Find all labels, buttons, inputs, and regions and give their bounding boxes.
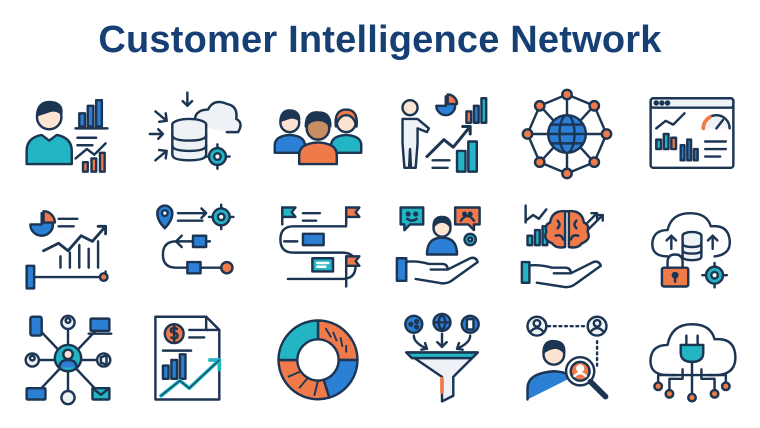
customer-group-icon: [273, 108, 363, 166]
financial-report-icon: [154, 315, 222, 401]
data-integration-icon: [148, 91, 242, 171]
presentation-growth-icon: [401, 93, 488, 174]
omnichannel-network-icon: [24, 314, 113, 406]
icon-grid: [6, 78, 754, 416]
cell-presentation-growth: [380, 78, 505, 191]
cell-customer-search: [505, 303, 630, 416]
cell-brain-insights: [505, 191, 630, 304]
page-title: Customer Intelligence Network: [98, 19, 662, 61]
cloud-plug-icon: [648, 322, 737, 403]
cell-customer-feedback: [380, 191, 505, 304]
cell-workflow-process: [131, 191, 256, 304]
cell-global-network: [505, 78, 630, 191]
global-network-icon: [521, 88, 613, 180]
cloud-database-security-icon: [650, 211, 731, 289]
customer-feedback-icon: [395, 206, 482, 285]
cell-financial-report: [131, 303, 256, 416]
cell-data-integration: [131, 78, 256, 191]
cell-donut-chart: [255, 303, 380, 416]
customer-search-icon: [526, 315, 609, 401]
cell-cloud-database-security: [629, 191, 754, 304]
customer-analytics-icon: [25, 99, 110, 174]
brain-insights-icon: [520, 204, 604, 289]
workflow-process-icon: [156, 203, 235, 275]
cell-customer-analytics: [6, 78, 131, 191]
cell-data-funnel: [380, 303, 505, 416]
dashboard-icon: [649, 97, 735, 170]
cell-dashboard: [629, 78, 754, 191]
cell-customer-journey: [255, 191, 380, 304]
cell-growth-report: [6, 191, 131, 304]
cell-omnichannel-network: [6, 303, 131, 416]
cell-customer-group: [255, 78, 380, 191]
data-funnel-icon: [404, 312, 481, 403]
donut-chart-icon: [276, 318, 359, 401]
growth-report-icon: [25, 210, 110, 290]
customer-journey-icon: [278, 206, 361, 288]
cell-cloud-plug: [629, 303, 754, 416]
